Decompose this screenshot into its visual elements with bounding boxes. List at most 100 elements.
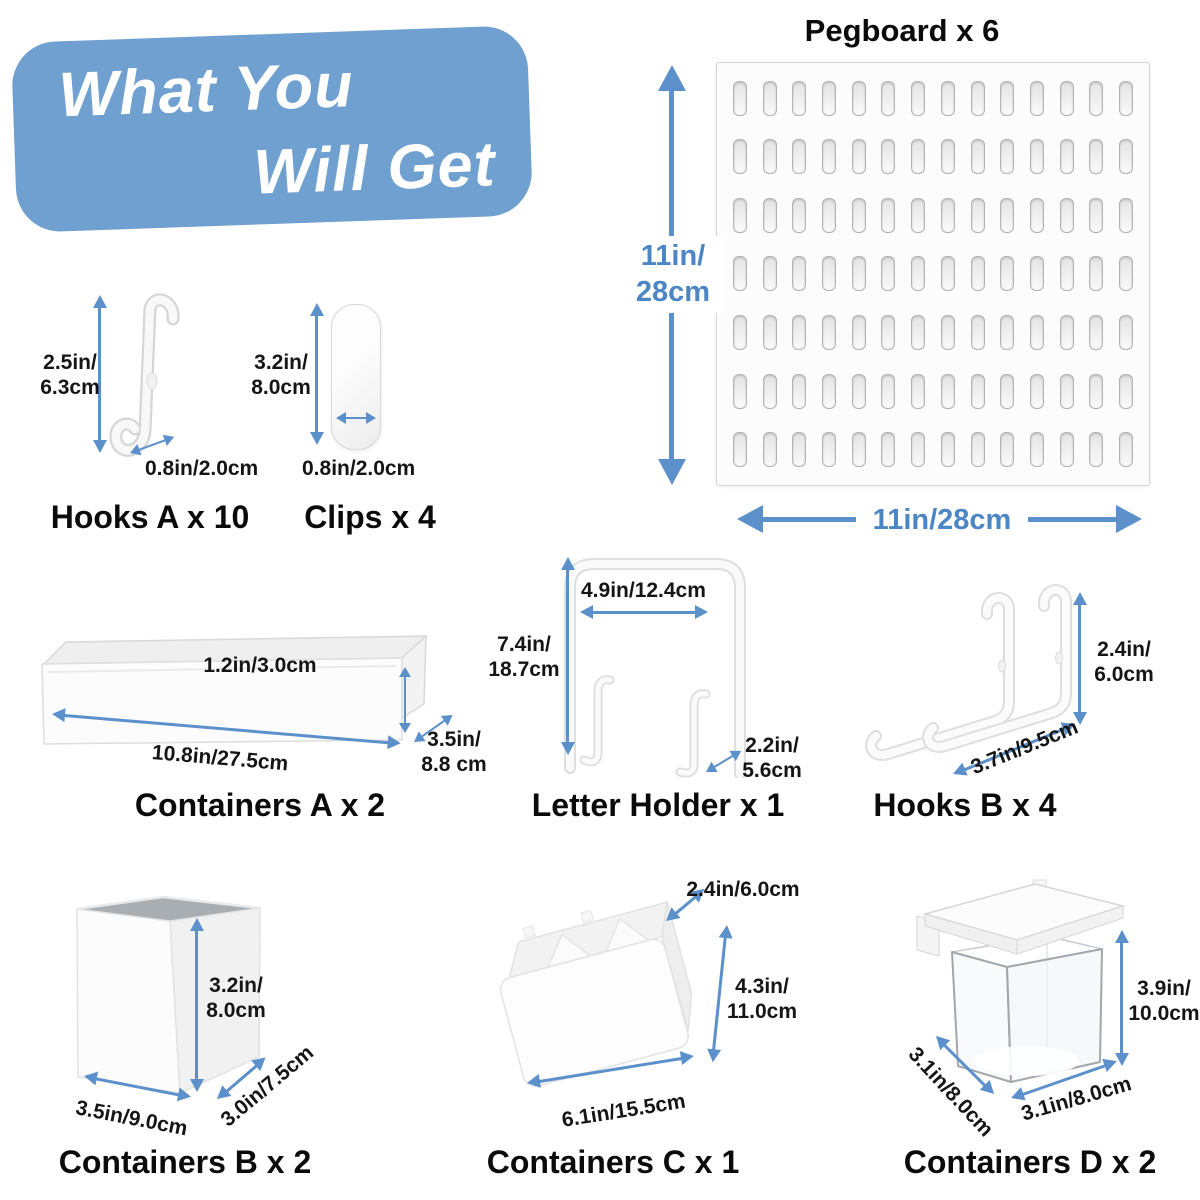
banner-line1: What You — [57, 50, 355, 131]
containers-a-label: Containers A x 2 — [134, 787, 386, 823]
pegboard-slot — [1000, 80, 1015, 116]
pegboard-slot — [911, 256, 926, 292]
containers-d-height-label: 3.9in/ 10.0cm — [1128, 977, 1200, 1026]
pegboard-slot — [1000, 139, 1015, 175]
pegboard-slot — [1000, 197, 1015, 233]
pegboard-slot — [762, 80, 777, 116]
pegboard-slot — [762, 373, 777, 409]
pegboard-slot — [851, 256, 866, 292]
pegboard-slot — [881, 197, 896, 233]
arrowhead — [737, 505, 763, 533]
container-d-image — [916, 879, 1126, 1083]
pegboard-slot — [911, 139, 926, 175]
pegboard-slot — [1059, 139, 1074, 175]
pegboard-slot — [1119, 80, 1134, 116]
hooks-b-height-arrow — [1072, 592, 1088, 725]
pegboard-slot — [762, 139, 777, 175]
containers-b-height-label: 3.2in/ 8.0cm — [206, 974, 266, 1023]
containers-b-label: Containers B x 2 — [58, 1144, 312, 1180]
pegboard-slot — [881, 80, 896, 116]
pegboard-slot — [732, 80, 747, 116]
pegboard-slot — [1089, 197, 1104, 233]
pegboard-slot — [970, 80, 985, 116]
pegboard-slot — [1059, 315, 1074, 351]
pegboard-slot — [732, 256, 747, 292]
arrow-shaft — [1120, 941, 1124, 1055]
arrowhead — [705, 1048, 722, 1063]
pegboard-slot — [940, 373, 955, 409]
title-banner: What You Will Get — [10, 25, 534, 233]
pegboard-slot — [732, 139, 747, 175]
pegboard-slot — [792, 373, 807, 409]
pegboard-slot — [732, 197, 747, 233]
pegboard-slot — [1059, 373, 1074, 409]
containers-c-label: Containers C x 1 — [486, 1144, 740, 1180]
pegboard-slot — [732, 373, 747, 409]
pegboard-slot — [851, 315, 866, 351]
pegboard-slot — [1059, 432, 1074, 468]
arrow-shaft — [566, 568, 570, 744]
pegboard-slot — [970, 373, 985, 409]
containers-c-depth-label: 2.4in/6.0cm — [686, 878, 800, 901]
pegboard-slot — [911, 197, 926, 233]
pegboard-slot — [732, 432, 747, 468]
pegboard-slot — [911, 80, 926, 116]
pegboard-image — [716, 62, 1150, 486]
pegboard-slot — [881, 256, 896, 292]
arrowhead — [658, 459, 686, 485]
hooks-a-height-label: 2.5in/ 6.3cm — [40, 351, 100, 400]
pegboard-width-label: 11in/28cm — [856, 500, 1028, 541]
arrowhead — [695, 605, 708, 619]
pegboard-slot — [762, 432, 777, 468]
pegboard-slot — [1119, 432, 1134, 468]
pegboard-slot — [1000, 256, 1015, 292]
pegboard-slot — [1089, 256, 1104, 292]
hook-a-image — [109, 293, 180, 457]
arrowhead — [580, 605, 593, 619]
pegboard-slot — [851, 139, 866, 175]
containers-a-depth-label: 3.5in/ 8.8 cm — [421, 728, 487, 777]
pegboard-slot — [1119, 256, 1134, 292]
pegboard-slot — [851, 432, 866, 468]
pegboard-slot — [1119, 315, 1134, 351]
arrowhead — [366, 412, 376, 424]
arrow-shaft — [344, 416, 368, 420]
pegboard-slot — [762, 315, 777, 351]
pegboard-slot — [1029, 197, 1044, 233]
pegboard-slot — [792, 315, 807, 351]
pegboard-title: Pegboard x 6 — [804, 13, 1000, 48]
banner-line2: Will Get — [252, 129, 497, 208]
pegboard-slot — [1059, 256, 1074, 292]
pegboard-slot — [821, 80, 836, 116]
clips-width-arrow — [336, 411, 376, 425]
letter-holder-label: Letter Holder x 1 — [531, 787, 785, 823]
hooks-a-width-label: 0.8in/2.0cm — [145, 457, 259, 480]
arrowhead — [176, 1087, 193, 1104]
pegboard-slot — [821, 432, 836, 468]
arrowhead — [440, 710, 456, 726]
pegboard-slot — [762, 197, 777, 233]
pegboard-slot — [970, 315, 985, 351]
arrowhead — [1116, 505, 1142, 533]
pegboard-slot — [970, 197, 985, 233]
pegboard-slot — [1089, 432, 1104, 468]
pegboard-slot — [940, 80, 955, 116]
container-b-image — [76, 895, 261, 1095]
pegboard-slot — [792, 197, 807, 233]
pegboard-slot — [792, 139, 807, 175]
pegboard-slot — [851, 80, 866, 116]
pegboard-slot — [821, 373, 836, 409]
pegboard-slot — [1029, 432, 1044, 468]
pegboard-slot — [1029, 80, 1044, 116]
pegboard-slot — [881, 315, 896, 351]
arrow-shaft — [1078, 603, 1082, 714]
arrow-shaft — [195, 929, 199, 1081]
pegboard-slot — [1059, 197, 1074, 233]
clip-image — [331, 304, 381, 450]
arrowhead — [310, 432, 324, 445]
pegboard-slot — [911, 315, 926, 351]
pegboard-slot — [970, 256, 985, 292]
letter-holder-depth-label: 2.2in/ 5.6cm — [742, 734, 802, 783]
hooks-b-label: Hooks B x 4 — [873, 787, 1057, 823]
clips-label: Clips x 4 — [304, 499, 436, 535]
